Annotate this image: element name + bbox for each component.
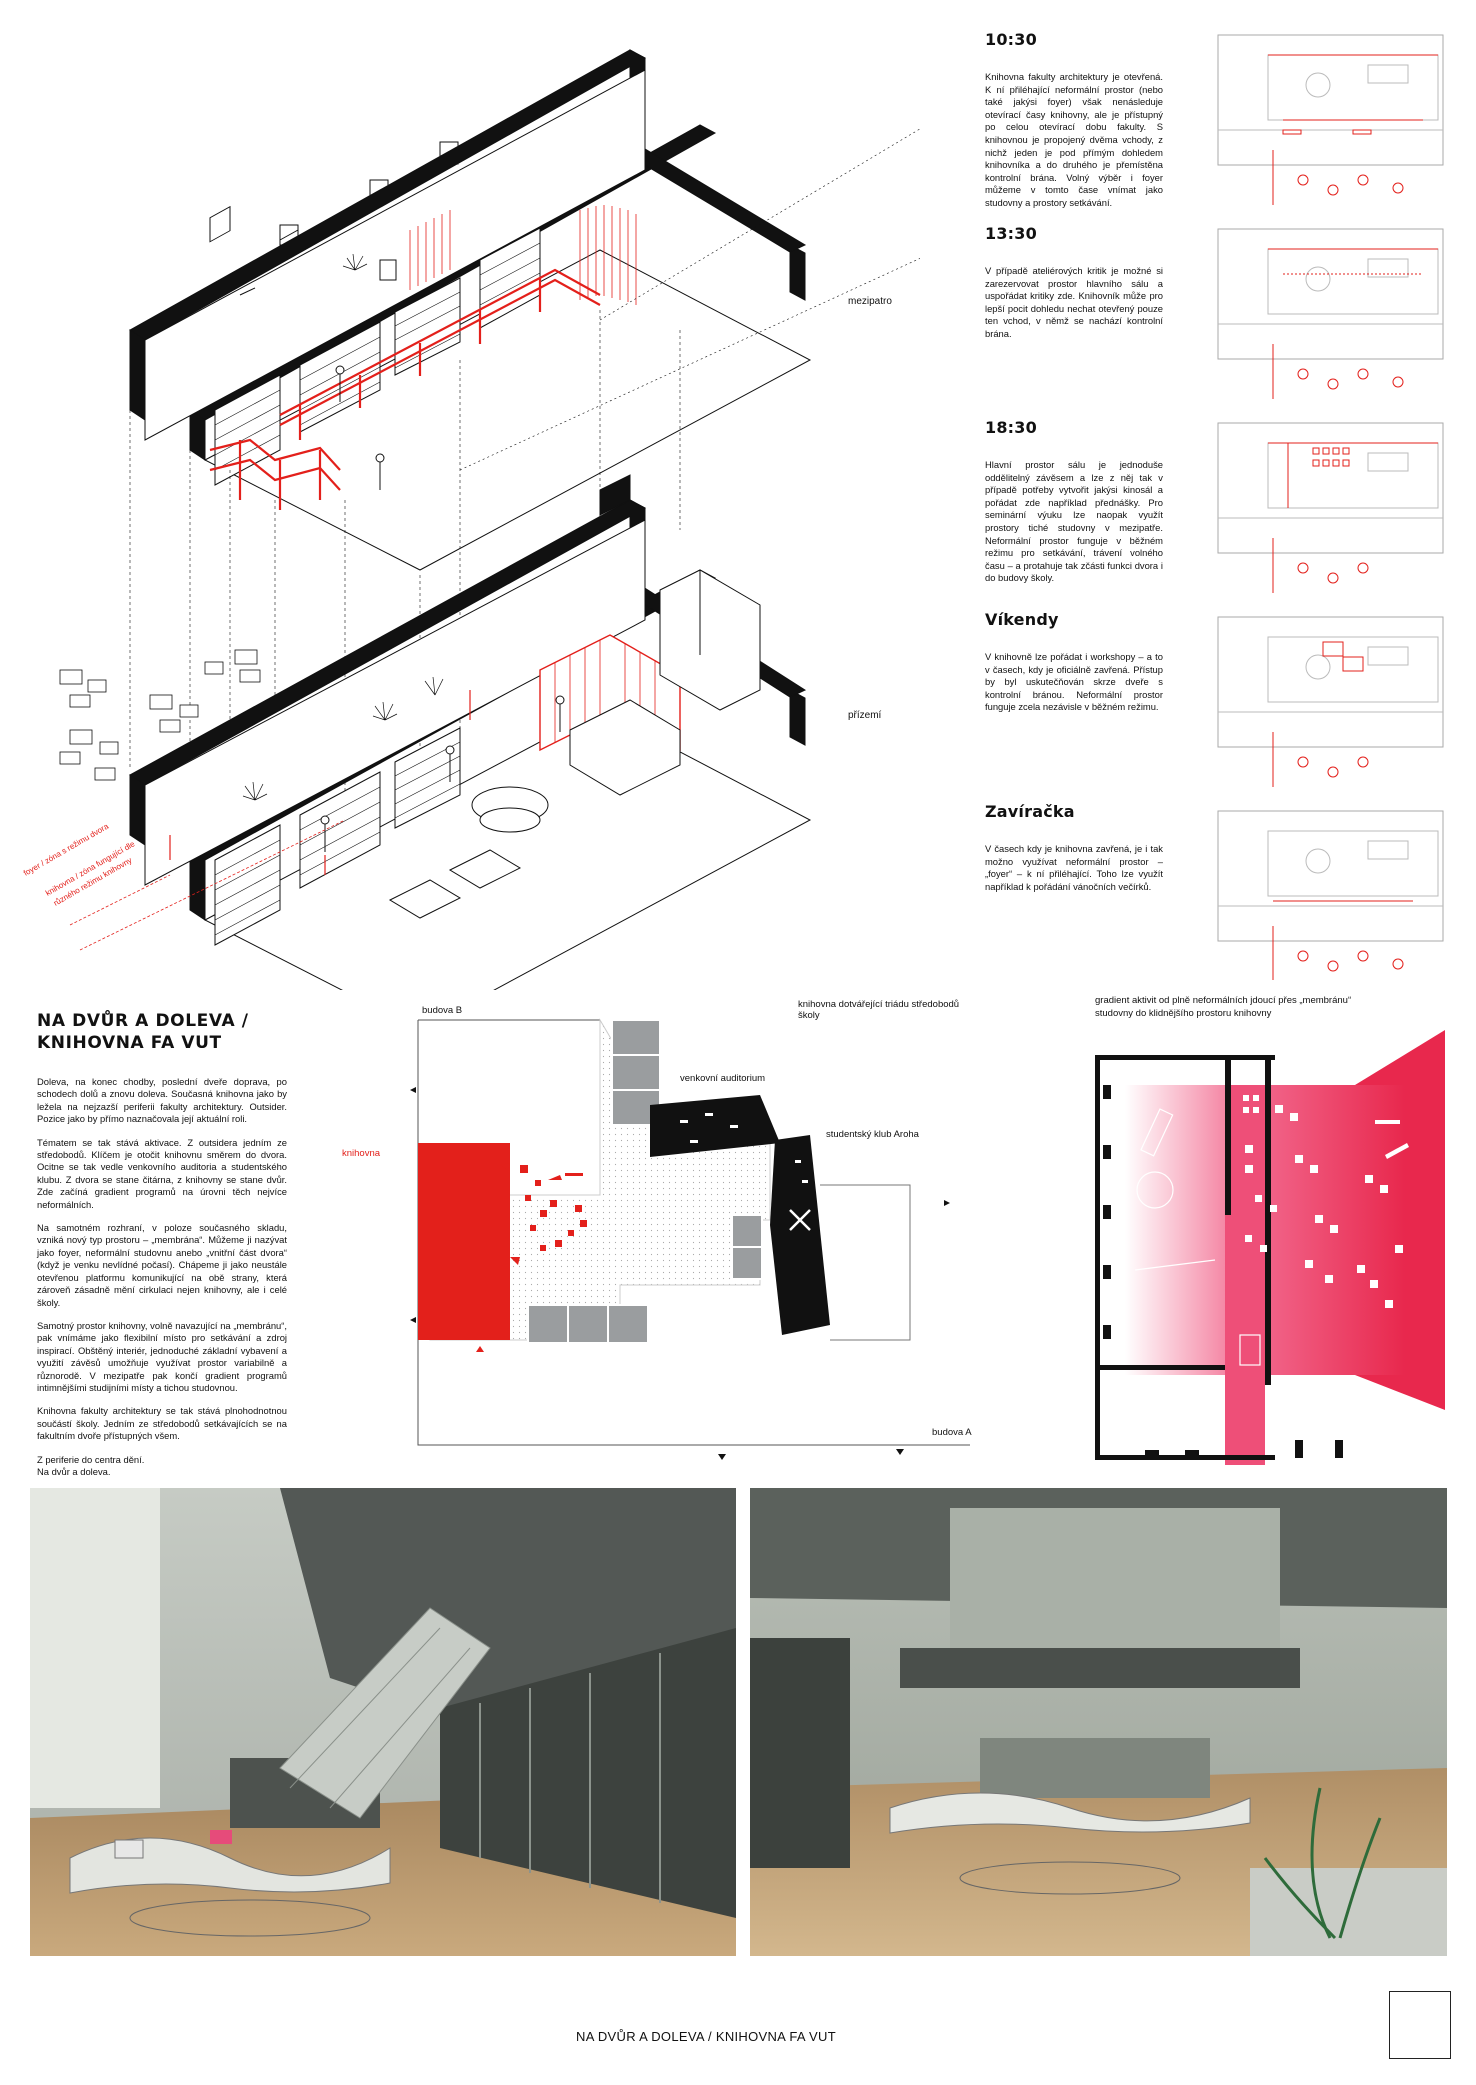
isometric-svg <box>59 49 961 1031</box>
mini-plan-closing <box>1217 810 1444 980</box>
intro-paragraph: Z periferie do centra dění. Na dvůr a do… <box>37 1453 145 1477</box>
intro-paragraph: Na samotném rozhraní, v poloze současnéh… <box>37 1222 287 1308</box>
timeline-entry: 10:30 Knihovna fakulty architektury je o… <box>985 30 1163 210</box>
timeline-text: V případě ateliérových kritik je možné s… <box>985 265 1163 339</box>
gradient-caption-2: studovny do klidnějšího prostoru knihovn… <box>1095 1008 1272 1019</box>
intro-paragraph: Samotný prostor knihovny, volně navazují… <box>37 1319 287 1393</box>
timeline-time: Zavíračka <box>985 802 1075 821</box>
site-plan-svg <box>410 1018 970 1460</box>
timeline-time: 18:30 <box>985 418 1037 437</box>
mini-plan-1830 <box>1217 422 1444 593</box>
timeline-entry: 13:30 V případě ateliérových kritik je m… <box>985 224 1163 341</box>
footer-number-box <box>1389 1991 1451 2059</box>
intro-paragraph: Knihovna fakulty architektury se tak stá… <box>37 1405 287 1442</box>
site-plan: knihovna dotvářející triádu středobodů š… <box>342 995 980 1465</box>
mezzanine-level <box>129 49 812 571</box>
page-title-line2: KNIHOVNA FA VUT <box>37 1033 222 1053</box>
isometric-drawing <box>40 30 961 1031</box>
site-caption: knihovna dotvářející triádu středobodů š… <box>798 999 960 1021</box>
mini-plan-weekends <box>1217 616 1444 787</box>
timeline: 10:30 Knihovna fakulty architektury je o… <box>985 30 1455 980</box>
gradient-caption-1: gradient aktivit od plně neformálních jd… <box>1095 995 1352 1006</box>
intro-section: NA DVŮR A DOLEVA / KNIHOVNA FA VUT Dolev… <box>37 1010 287 1489</box>
label-budova-b: budova B <box>422 1005 463 1016</box>
label-auditorium: venkovní auditorium <box>680 1073 766 1084</box>
render-right <box>750 1488 1447 1956</box>
render-left-image <box>30 1488 736 1956</box>
ground-level <box>69 474 812 1031</box>
page-title-line1: NA DVŮR A DOLEVA / <box>37 1011 249 1031</box>
mini-plan-1330 <box>1217 228 1444 399</box>
intro-paragraph: Tématem se tak stává aktivace. Z outside… <box>37 1136 287 1210</box>
gradient-plan: gradient aktivit od plně neformálních jd… <box>1095 995 1455 1465</box>
render-left <box>30 1488 736 1956</box>
timeline-text: V časech kdy je knihovna zavřená, je i t… <box>985 843 1163 892</box>
timeline-time: 13:30 <box>985 224 1037 243</box>
footer-title: NA DVŮR A DOLEVA / KNIHOVNA FA VUT <box>576 2029 836 2044</box>
label-budova-a: budova A <box>932 1427 972 1438</box>
label-mezipatro: mezipatro <box>848 296 892 307</box>
mini-plans <box>1217 34 1444 980</box>
timeline-entry: Zavíračka V časech kdy je knihovna zavře… <box>985 802 1163 893</box>
mini-plan-1030 <box>1217 34 1444 205</box>
label-knihovna: knihovna <box>342 1148 381 1159</box>
gradient-plan-svg <box>1095 1030 1445 1465</box>
timeline-text: V knihovně lze pořádat i workshopy – a t… <box>985 651 1163 713</box>
intro-paragraph: Doleva, na konec chodby, poslední dveře … <box>37 1076 287 1125</box>
timeline-text: Knihovna fakulty architektury je otevřen… <box>985 71 1163 208</box>
timeline-entry: Víkendy V knihovně lze pořádat i worksho… <box>985 610 1163 714</box>
timeline-entry: 18:30 Hlavní prostor sálu je jednoduše o… <box>985 418 1163 585</box>
timeline-time: Víkendy <box>985 610 1059 629</box>
label-klub: studentský klub Aroha <box>826 1129 919 1140</box>
label-prizemi: přízemí <box>848 710 882 721</box>
outdoor-furniture <box>59 649 261 781</box>
render-right-image <box>750 1488 1447 1956</box>
timeline-time: 10:30 <box>985 30 1037 49</box>
timeline-text: Hlavní prostor sálu je jednoduše oddělit… <box>985 459 1163 584</box>
